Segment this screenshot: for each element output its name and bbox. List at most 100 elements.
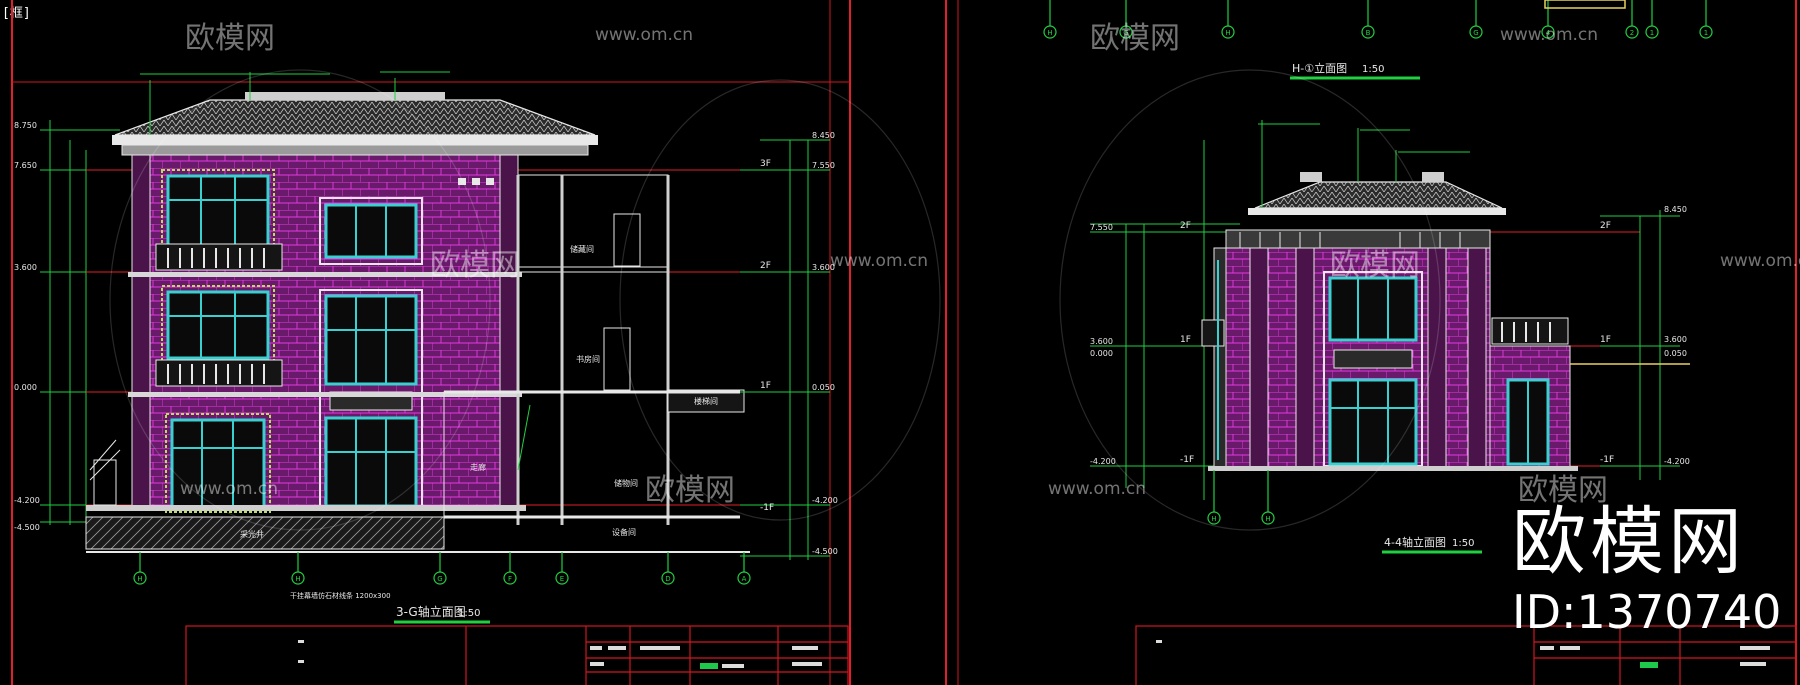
axis-left-5: E bbox=[560, 575, 564, 583]
left-sheet-title: 3-G轴立面图 1:50 bbox=[394, 604, 490, 624]
right-top-title: H-①立面图 1:50 bbox=[1290, 61, 1420, 80]
right-top-title-text: H-①立面图 bbox=[1292, 61, 1347, 75]
axis-top-3: H bbox=[1225, 29, 1230, 37]
axis-top-7: 2 bbox=[1630, 29, 1634, 37]
r-elev-right-4: -4.200 bbox=[1664, 457, 1690, 466]
brand-id: ID:1370740 bbox=[1512, 585, 1782, 639]
watermark-brand-2: 欧模网 bbox=[1090, 21, 1180, 56]
right-title-text: 4-4轴立面图 bbox=[1384, 535, 1446, 549]
left-ground-hatch bbox=[85, 516, 445, 550]
watermark-url-6: www.om.cn bbox=[1048, 479, 1146, 499]
floor-label-b1: -1F bbox=[760, 503, 774, 513]
left-roof bbox=[112, 71, 598, 156]
elev-left-4: 0.000 bbox=[14, 383, 37, 392]
right-sheet: H G H B G 4 2 1 1 H-①立面图 1:50 bbox=[945, 0, 1797, 685]
elev-right-6: -4.500 bbox=[812, 547, 838, 556]
elev-right-1: 8.450 bbox=[812, 131, 835, 140]
watermark-url-2: www.om.cn bbox=[1500, 25, 1598, 45]
elev-right-3: 3.600 bbox=[812, 263, 835, 272]
left-balconies bbox=[155, 243, 283, 387]
floor-label-3f: 3F bbox=[760, 159, 771, 169]
elev-left-1: 8.750 bbox=[14, 121, 37, 130]
left-bottom-note: 干挂幕墙仿石材线条 1200x300 bbox=[290, 591, 391, 600]
room-label-2: 书房间 bbox=[576, 354, 600, 364]
floor-label-1f: 1F bbox=[760, 381, 771, 391]
axis-top-4: B bbox=[1366, 29, 1371, 37]
watermark-url-3: www.om.cn bbox=[830, 251, 928, 271]
axis-top-8: 1 bbox=[1650, 29, 1654, 37]
axis-left-2: H bbox=[295, 575, 300, 583]
elev-right-4: 0.050 bbox=[812, 383, 835, 392]
corner-tag: [框] bbox=[2, 6, 31, 21]
right-bottom-axis-bubbles bbox=[1207, 470, 1275, 525]
left-section-cut bbox=[443, 174, 745, 525]
room-label-5: 设备间 bbox=[612, 527, 636, 537]
elev-left-3: 3.600 bbox=[14, 263, 37, 272]
watermark-brand-5: 欧模网 bbox=[645, 473, 735, 508]
r-elev-right-2: 3.600 bbox=[1664, 335, 1687, 344]
axis-bottom-2: H bbox=[1265, 515, 1270, 523]
r-elev-left-2: 3.600 bbox=[1090, 337, 1113, 346]
r-elev-right-3: 0.050 bbox=[1664, 349, 1687, 358]
r-floor-label-3: -1F bbox=[1180, 455, 1194, 465]
elev-left-6: -4.500 bbox=[14, 523, 40, 532]
left-sheet: 8.750 7.650 3.600 0.000 -4.200 -4.500 bbox=[11, 0, 851, 685]
watermark-brand-3: 欧模网 bbox=[430, 248, 520, 283]
axis-left-3: G bbox=[437, 575, 442, 583]
watermark-layer: 欧模网 www.om.cn 欧模网 www.om.cn 欧模网 www.om.c… bbox=[109, 21, 1800, 531]
room-label-4: 储物间 bbox=[614, 478, 638, 488]
elev-right-5: -4.200 bbox=[812, 496, 838, 505]
left-exterior-stair bbox=[89, 439, 121, 506]
right-title-scale: 1:50 bbox=[1452, 538, 1474, 549]
elev-left-5: -4.200 bbox=[14, 496, 40, 505]
axis-left-7: A bbox=[742, 575, 747, 583]
room-label-7: 采光井 bbox=[240, 529, 264, 539]
left-title-scale: 1:50 bbox=[458, 608, 480, 619]
right-title-block bbox=[1135, 625, 1797, 685]
room-label-6: 楼梯间 bbox=[694, 396, 718, 406]
left-title-block bbox=[185, 625, 849, 685]
left-axis-bubbles bbox=[133, 552, 751, 585]
axis-left-4: F bbox=[508, 575, 512, 583]
axis-top-9: 1 bbox=[1704, 29, 1708, 37]
brand-watermark: 欧模网 ID:1370740 bbox=[1512, 500, 1800, 640]
brand-name: 欧模网 bbox=[1512, 499, 1746, 585]
axis-top-6: 4 bbox=[1546, 29, 1551, 37]
right-sheet-border bbox=[945, 0, 1797, 685]
room-label-1: 储藏间 bbox=[570, 244, 594, 254]
axis-left-1: H bbox=[137, 575, 142, 583]
watermark-brand-6: 欧模网 bbox=[1518, 473, 1608, 508]
watermark-url-1: www.om.cn bbox=[595, 25, 693, 45]
left-sheet-border bbox=[11, 0, 851, 685]
left-facade bbox=[86, 154, 526, 513]
right-facade bbox=[1201, 229, 1690, 471]
r-floor-label-4: 2F bbox=[1600, 221, 1611, 231]
axis-top-5: G bbox=[1473, 29, 1478, 37]
right-roof bbox=[1248, 120, 1506, 215]
r-elev-left-4: -4.200 bbox=[1090, 457, 1116, 466]
r-floor-label-2: 1F bbox=[1180, 335, 1191, 345]
right-sheet-title: 4-4轴立面图 1:50 bbox=[1382, 535, 1482, 554]
elev-left-2: 7.650 bbox=[14, 161, 37, 170]
right-top-axis-bubbles bbox=[1043, 0, 1713, 39]
axis-bottom-1: H bbox=[1211, 515, 1216, 523]
right-top-title-scale: 1:50 bbox=[1362, 64, 1384, 75]
r-floor-label-1: 2F bbox=[1180, 221, 1191, 231]
floor-label-2f: 2F bbox=[760, 261, 771, 271]
left-title-text: 3-G轴立面图 bbox=[396, 604, 466, 619]
left-dimension-chain bbox=[40, 120, 120, 525]
room-label-3: 走廊 bbox=[470, 462, 486, 472]
r-floor-label-6: -1F bbox=[1600, 455, 1614, 465]
watermark-url-4: www.om.cn bbox=[1720, 251, 1800, 271]
r-elev-right-1: 8.450 bbox=[1664, 205, 1687, 214]
r-elev-left-3: 0.000 bbox=[1090, 349, 1113, 358]
watermark-brand-1: 欧模网 bbox=[185, 21, 275, 56]
elev-right-2: 7.550 bbox=[812, 161, 835, 170]
r-floor-label-5: 1F bbox=[1600, 335, 1611, 345]
axis-top-2: G bbox=[1123, 29, 1128, 37]
r-elev-left-1: 7.550 bbox=[1090, 223, 1113, 232]
watermark-url-5: www.om.cn bbox=[180, 479, 278, 499]
axis-top-1: H bbox=[1047, 29, 1052, 37]
watermark-brand-4: 欧模网 bbox=[1330, 248, 1420, 283]
